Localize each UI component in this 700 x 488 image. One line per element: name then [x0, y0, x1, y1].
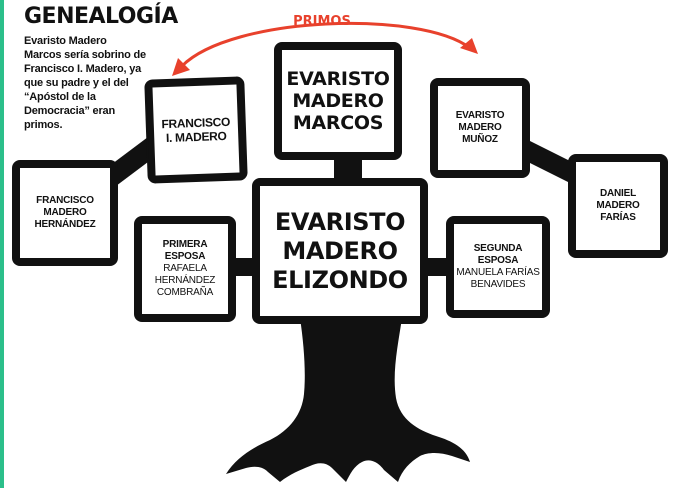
- name-line-3: MARCOS: [292, 112, 384, 134]
- person-daniel-madero-farias: DANIEL MADERO FARÍAS: [570, 156, 666, 256]
- person-evaristo-madero-elizondo: EVARISTO MADERO ELIZONDO: [254, 180, 426, 322]
- cousins-arrow: [180, 21, 471, 68]
- name-line-1: EVARISTO: [286, 68, 390, 90]
- name-line-1: FRANCISCO: [36, 195, 94, 206]
- name-line-3: HERNÁNDEZ: [34, 219, 96, 230]
- name-line-2: MADERO: [596, 200, 640, 211]
- name-line-1: DANIEL: [599, 188, 637, 199]
- name-line-1: EVARISTO: [455, 110, 505, 121]
- name-line-2: MADERO: [458, 122, 502, 133]
- name-line-1: MANUELA FARÍAS: [456, 267, 540, 278]
- connector-daniel: [512, 136, 580, 184]
- person-francisco-madero-hernandez: FRANCISCO MADERO HERNÁNDEZ: [14, 162, 116, 264]
- person-first-wife: PRIMERA ESPOSA RAFAELA HERNÁNDEZ COMBRAÑ…: [136, 218, 234, 320]
- cousins-label: PRIMOS: [293, 14, 351, 29]
- person-second-wife: SEGUNDA ESPOSA MANUELA FARÍAS BENAVIDES: [448, 218, 548, 316]
- person-evaristo-madero-marcos: EVARISTO MADERO MARCOS: [276, 44, 400, 158]
- name-line-2: HERNÁNDEZ: [154, 275, 216, 286]
- name-line-3: ELIZONDO: [272, 265, 408, 294]
- role-label: SEGUNDA ESPOSA: [473, 243, 523, 266]
- arrow-head-right: [460, 38, 478, 54]
- tree-trunk: [226, 318, 470, 482]
- name-line-2: MADERO: [282, 236, 398, 265]
- person-francisco-i-madero: FRANCISCO I. MADERO: [146, 78, 246, 182]
- name-line-3: COMBRAÑA: [156, 287, 214, 298]
- connector-top: [334, 158, 362, 182]
- name-line-3: MUÑOZ: [462, 134, 498, 145]
- name-line-1: RAFAELA: [163, 263, 207, 274]
- arrow-head-left: [172, 58, 190, 76]
- page-title: GENEALOGÍA: [24, 4, 178, 29]
- intro-text: Evaristo Madero Marcos sería sobrino de …: [24, 35, 146, 131]
- name-line-2: MADERO: [43, 207, 87, 218]
- name-line-1: EVARISTO: [274, 207, 406, 236]
- name-line-2: BENAVIDES: [470, 279, 526, 290]
- accent-bar: [0, 0, 4, 488]
- person-evaristo-madero-munoz: EVARISTO MADERO MUÑOZ: [432, 80, 528, 176]
- name-line-3: FARÍAS: [600, 212, 636, 223]
- role-label: PRIMERA ESPOSA: [162, 239, 208, 262]
- connector-second-wife: [420, 258, 450, 276]
- name-line-2: I. MADERO: [165, 128, 227, 146]
- name-line-2: MADERO: [292, 90, 384, 112]
